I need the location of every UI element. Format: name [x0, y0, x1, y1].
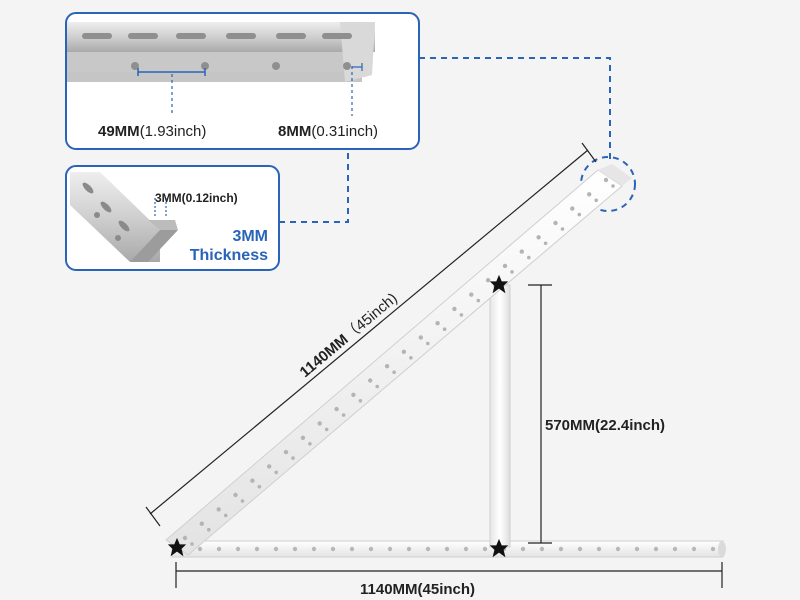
rail-hole [691, 546, 697, 552]
rail-hole [519, 249, 524, 254]
thickness-dimension: 3MM(0.12inch) [155, 191, 238, 205]
rail-hole [596, 546, 602, 552]
rail-hole [539, 546, 545, 552]
rail-hole [207, 527, 211, 532]
rail-hole [368, 546, 374, 552]
rail-hole [543, 241, 548, 246]
rail-hole [240, 499, 245, 503]
rail-closeup [67, 22, 375, 82]
base-rail [171, 540, 726, 558]
rail-hole [418, 335, 423, 340]
rail-hole [233, 492, 238, 498]
rail-hole [283, 449, 289, 455]
rail-hole [603, 177, 609, 183]
rail-hole [452, 306, 457, 312]
rail-hole [510, 270, 514, 274]
rail-hole [199, 521, 204, 526]
rail-hole [257, 484, 262, 489]
vertical-height-label: 570MM(22.4inch) [545, 417, 665, 434]
rail-hole [634, 546, 640, 552]
rail-hole [587, 192, 592, 197]
rail-hole [401, 349, 407, 354]
bracket-assembly [165, 164, 726, 558]
rail-hole [317, 421, 322, 426]
rail-hole [444, 546, 450, 552]
rail-hole [560, 227, 565, 231]
rail-hole [375, 384, 380, 389]
rail-hole [425, 546, 431, 552]
angle-profile-closeup [70, 172, 178, 262]
rail-hole [387, 546, 393, 552]
rail-hole [308, 442, 312, 446]
rail-hole [485, 278, 491, 283]
rail-hole [190, 542, 194, 546]
rail-hole [291, 456, 295, 460]
thickness-title-line2: Thickness [190, 247, 268, 264]
rail-hole [254, 546, 260, 552]
rail-hole [324, 427, 329, 432]
rail-hole [558, 546, 564, 552]
rail-hole [442, 327, 447, 332]
rail-hole [197, 546, 203, 552]
diagonal-rail [165, 164, 632, 556]
rail-hole [653, 546, 659, 552]
rail-hole [435, 321, 440, 326]
rail-hole [409, 356, 413, 360]
dimension-lines [145, 142, 723, 588]
rail-hole [182, 535, 188, 541]
rail-hole [611, 184, 615, 188]
hole-diameter-label: 8MM(0.31inch) [278, 123, 378, 140]
thickness-detail-panel: 3MM(0.12inch) 3MM Thickness [65, 165, 280, 271]
rail-hole [672, 546, 678, 552]
rail-hole [351, 392, 356, 397]
rail-hole [267, 464, 272, 469]
rail-hole [292, 546, 298, 552]
rail-hole [476, 298, 481, 303]
rail-hole [527, 255, 531, 260]
vertical-support [489, 284, 511, 548]
rail-hole [469, 292, 474, 297]
rail-hole [553, 220, 558, 226]
rail-hole [482, 546, 488, 552]
rail-hole [330, 546, 336, 552]
rail-hole [570, 206, 575, 211]
hole-spacing-label: 49MM(1.93inch) [98, 123, 206, 140]
rail-hole [235, 546, 241, 552]
rail-hole [273, 546, 279, 552]
thickness-title-line1: 3MM [232, 228, 268, 245]
hole-detail-panel: 49MM(1.93inch) 8MM(0.31inch) [65, 12, 420, 150]
rail-hole [459, 313, 464, 317]
rail-hole [216, 546, 222, 552]
rail-hole [216, 507, 221, 512]
rail-hole [334, 406, 339, 412]
rail-hole [502, 263, 508, 269]
rail-hole [358, 399, 363, 403]
rail-hole [300, 435, 306, 440]
rail-hole [368, 378, 373, 383]
rail-hole [536, 235, 541, 240]
callout-connectors [279, 57, 636, 223]
rail-hole [615, 546, 621, 552]
rail-hole [577, 546, 583, 552]
rail-hole [311, 546, 317, 552]
rail-hole [392, 370, 396, 375]
base-length-label: 1140MM(45inch) [360, 581, 475, 598]
rail-hole [520, 546, 526, 552]
rail-hole [341, 413, 346, 417]
rail-hole [710, 546, 716, 552]
rail-hole [463, 546, 469, 552]
rail-hole [426, 341, 430, 346]
rail-hole [250, 478, 255, 483]
rail-hole [223, 513, 228, 518]
rail-hole [406, 546, 412, 552]
rail-hole [349, 546, 355, 552]
rail-hole [594, 198, 598, 203]
rail-hole [577, 212, 582, 217]
rail-hole [384, 364, 390, 369]
rail-hole [274, 470, 279, 475]
